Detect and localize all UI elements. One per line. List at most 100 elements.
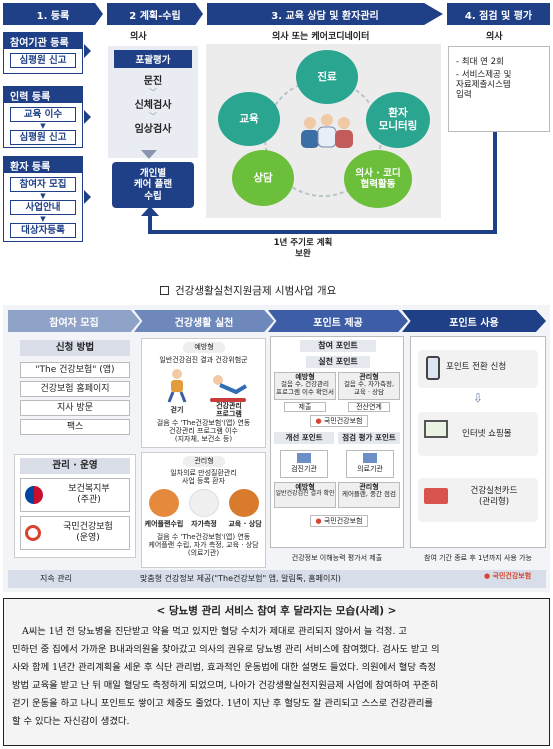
apply-item-visit: 지사 방문 (20, 400, 130, 416)
chevron-down-icon: ▼ (40, 192, 46, 200)
bottom-bar (8, 570, 546, 588)
circle-treatment: 진료 (296, 50, 358, 104)
case-box (3, 598, 550, 746)
manage-badge: 관리형 (183, 456, 225, 467)
step-header-4: 4. 점검 및 평가 (447, 3, 550, 25)
comprehensive-eval-badge: 포괄평가 (114, 50, 192, 68)
manage-sub: 일차의료 만성질환관리 사업 등록 환자 (170, 469, 237, 486)
nhis-item: 국민건강보험 (운영) (20, 516, 130, 550)
checkup-org-box: 검진기관 (280, 450, 328, 478)
phone-icon (426, 356, 440, 380)
chevron-down-icon: ﹀ (149, 88, 157, 97)
plan-step: 임상검사 (134, 124, 172, 135)
org-registration-box: 참여기관 등록 심평원 신고 (3, 32, 83, 74)
chevron-down-icon: ﹀ (149, 112, 157, 121)
patient-registration-box: 환자 등록 참여자 모집 ▼ 사업안내 ▼ 대상자등록 (3, 156, 83, 242)
apply-item-homepage: 건강보험 홈페이지 (20, 381, 130, 397)
health-card-icon (424, 488, 448, 504)
practice-point-title: 실천 포인트 (306, 356, 370, 368)
shopping-monitor-icon (424, 420, 448, 438)
nhis-point-box: ● 국민건강보험 (310, 415, 368, 427)
care-plan-icon (149, 489, 179, 517)
evaluation-item: - 최대 연 2회 (456, 57, 504, 67)
nhis-logo-icon: ● (484, 572, 491, 580)
evaluation-panel (448, 46, 550, 132)
bottom-bar-logo: ● 국민건강보험 (484, 572, 532, 580)
usage-item: 건강실천카드 (관리형) (470, 486, 518, 508)
circle-monitoring: 환자 모니터링 (366, 92, 430, 148)
submit-label: 제출 (284, 402, 326, 412)
case-line: 사와 함께 1년간 관리계획을 세운 후 식단 관리법, 효과적인 운동법에 대… (12, 662, 436, 673)
circle-cooperation: 의사 · 코디 협력활동 (344, 150, 412, 208)
exercise-icon (210, 375, 248, 402)
patient-registration-title: 환자 등록 (4, 157, 82, 173)
plan-step: 신체검사 (134, 100, 172, 111)
prevent-badge: 예방형 (183, 342, 225, 353)
usage-item: 인터넷 쇼핑몰 (462, 429, 512, 439)
feedback-loop-arrow (141, 132, 497, 234)
self-measure-icon (189, 489, 219, 517)
people-illustration (301, 114, 353, 148)
staff-registration-title: 인력 등록 (4, 87, 82, 103)
chevron-right-icon (84, 190, 91, 204)
ministry-item: 보건복지부 (주관) (20, 478, 130, 512)
nhis-point-box-2: ● 국민건강보험 (310, 515, 368, 527)
prevent-caption: 걸음 수 'The건강보험'(앱) 연동 건강관리 프로그램 이수 (지자체, … (156, 419, 251, 444)
case-line: 민하던 중 집에서 가까운 B내과의원을 찾아갔고 의사의 권유로 당뇨병 관리… (12, 644, 440, 655)
education-icon (229, 489, 259, 517)
prevent-icon-label: 건강관리 프로그램 (216, 402, 242, 419)
org-registration-title: 참여기관 등록 (4, 33, 82, 49)
staff-registration-box: 인력 등록 교육 이수 ▼ 심평원 신고 (3, 86, 83, 148)
plan-step: 문진 (143, 76, 163, 87)
point-manage-box: 관리형 걸음 수, 자가측정, 교육 · 상담 (338, 372, 400, 400)
checkbox-icon (160, 286, 169, 295)
circle-counseling: 상담 (232, 150, 294, 206)
middle-title: 건강생활실천지원금제 시범사업 개요 (160, 285, 336, 297)
prevent-icon-label: 걷기 (170, 406, 184, 414)
bottom-bar-left: 지속 관리 (40, 574, 72, 583)
patient-item: 사업안내 (10, 200, 76, 215)
evaluation-actor: 의사 (486, 32, 503, 42)
chevron-down-icon: ▼ (40, 215, 46, 223)
nhis-logo-icon: ● (315, 517, 322, 525)
staff-item: 심평원 신고 (10, 130, 76, 145)
section-point-provide: 포인트 제공 (268, 310, 408, 332)
case-body: A씨는 1년 전 당뇨병을 진단받고 약을 먹고 있지만 혈당 수치가 제대로 … (12, 623, 543, 731)
staff-item: 교육 이수 (10, 107, 76, 122)
step-header-1: 1. 등록 (3, 3, 103, 25)
case-line: A씨는 1년 전 당뇨병을 진단받고 약을 먹고 있지만 혈당 수치가 제대로 … (22, 626, 407, 637)
section-point-use: 포인트 사용 (402, 310, 546, 332)
cycle-label: 1년 주기로 계획 보완 (273, 238, 333, 259)
manage-desc2-box: 관리형 케어플랜, 중간 점검 (338, 482, 400, 508)
chevron-right-icon (84, 110, 91, 124)
bottom-bar-main: 맞춤형 건강정보 제공("The건강보험" 앱, 알림톡, 홈페이지) (140, 574, 341, 583)
improve-point-title: 개선 포인트 (274, 432, 334, 444)
apply-item-app: "The 건강보험" (앱) (20, 362, 130, 378)
step-header-3: 3. 교육 상담 및 환자관리 (207, 3, 443, 25)
case-line: 걷기 운동을 하고 나니 포인트도 쌓이고 체중도 줄었다. 1년이 지난 후 … (12, 698, 433, 709)
step-header-2: 2 계획-수립 (107, 3, 203, 25)
circle-education: 교육 (218, 92, 280, 146)
case-title: < 당뇨병 관리 서비스 참여 후 달라지는 모습(사례) > (156, 605, 397, 617)
chevron-right-icon (84, 44, 91, 58)
usage-footer: 참여 기간 종료 후 1년까지 사용 가능 (424, 554, 532, 562)
section-practice: 건강생활 실천 (134, 310, 274, 332)
participation-point-title: 참여 포인트 (300, 340, 376, 352)
down-arrow-icon: ⇩ (472, 391, 484, 405)
management-title: 관리 · 운영 (20, 458, 130, 474)
section-recruit: 참여자 모집 (8, 310, 140, 332)
manage-icon-label: 케어플랜수립 (144, 520, 184, 528)
eval-point-title: 점검 평가 포인트 (338, 432, 400, 444)
usage-item: 포인트 전환 신청 (446, 362, 507, 372)
care-actor: 의사 또는 케어코디네이터 (272, 32, 370, 42)
nhis-logo-icon: ● (315, 417, 322, 425)
apply-title: 신청 방법 (20, 340, 130, 356)
hospital-icon (297, 453, 311, 463)
down-arrow-icon (141, 150, 157, 159)
walking-icon (167, 369, 187, 403)
nhis-logo-icon (25, 525, 41, 541)
case-line: 할 수 있다는 자신감이 생겼다. (12, 716, 130, 727)
prevent-sub: 일반건강검진 결과 건강위험군 (159, 356, 248, 364)
point-prevent-box: 예방형 걸음 수, 건강관리 프로그램 이수 확인서 (274, 372, 336, 400)
apply-item-fax: 팩스 (20, 419, 130, 435)
